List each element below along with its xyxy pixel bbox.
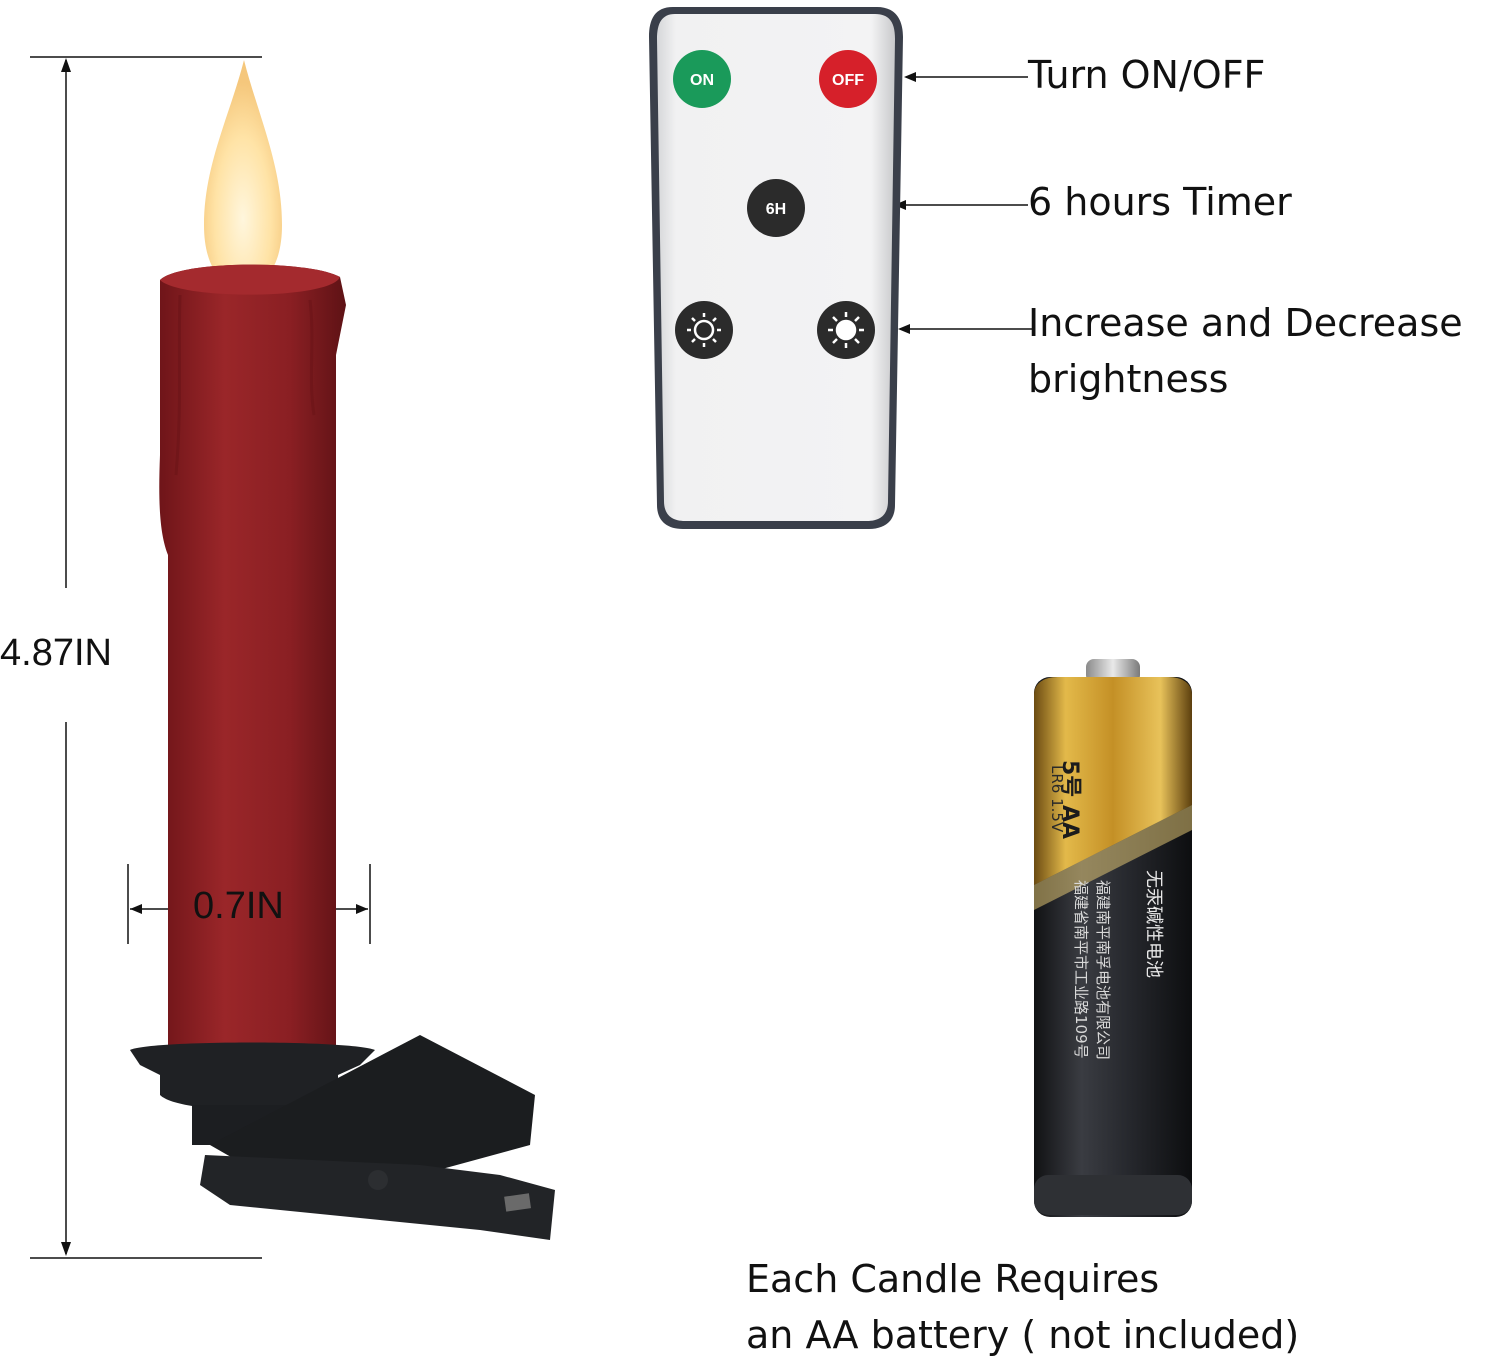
battery-caption-line1: Each Candle Requires bbox=[746, 1257, 1160, 1301]
candle-illustration bbox=[130, 60, 555, 1240]
flame-icon bbox=[204, 60, 282, 287]
off-button[interactable]: OFF bbox=[818, 49, 878, 109]
battery-print-address: 福建省南平市工业路109号 bbox=[1072, 880, 1090, 1059]
battery-print-type: 无汞碱性电池 bbox=[1143, 870, 1164, 978]
battery-print-maker: 福建南平南孚电池有限公司 bbox=[1094, 880, 1112, 1061]
width-label: 0.7IN bbox=[193, 885, 284, 927]
on-button[interactable]: ON bbox=[672, 49, 732, 109]
timer-button[interactable]: 6H bbox=[746, 178, 806, 238]
brightness-annotation-line1: Increase and Decrease bbox=[1028, 301, 1463, 345]
battery-print-spec: LR6 1.5V bbox=[1048, 765, 1066, 833]
on-button-label: ON bbox=[690, 72, 714, 89]
timer-button-label: 6H bbox=[766, 201, 786, 218]
brightness-annotation-line2: brightness bbox=[1028, 357, 1229, 401]
power-annotation: Turn ON/OFF bbox=[1028, 53, 1266, 97]
candle-body bbox=[159, 264, 346, 1045]
aa-battery: 5号 AA LR6 1.5V 无汞碱性电池 福建南平南孚电池有限公司 福建省南平… bbox=[1030, 655, 1196, 1223]
sun-bright-icon bbox=[828, 312, 864, 348]
timer-annotation: 6 hours Timer bbox=[1028, 180, 1292, 224]
sun-dim-icon bbox=[687, 313, 721, 347]
height-label: 4.87IN bbox=[0, 632, 112, 674]
remote-control bbox=[645, 5, 907, 533]
brightness-decrease-button[interactable] bbox=[674, 300, 734, 360]
battery-caption-line2: an AA battery ( not included) bbox=[746, 1313, 1300, 1357]
clip-icon bbox=[210, 1035, 535, 1185]
off-button-label: OFF bbox=[832, 72, 864, 89]
brightness-increase-button[interactable] bbox=[816, 300, 876, 360]
